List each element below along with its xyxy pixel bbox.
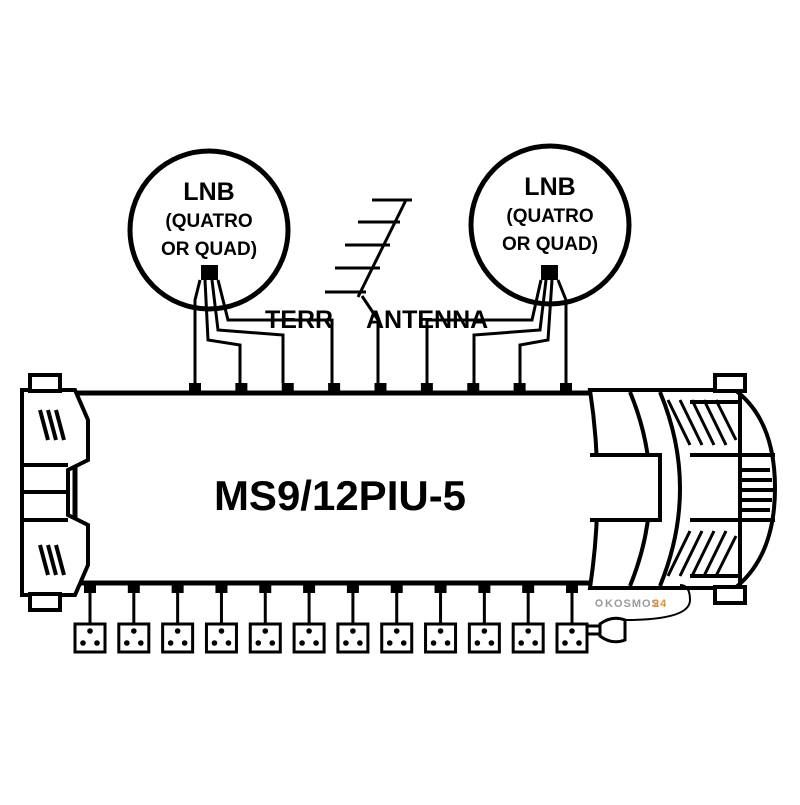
tv-socket-icon <box>555 622 589 654</box>
cable-right-4 <box>556 279 568 383</box>
tv-socket-icon <box>117 622 151 654</box>
lnb-left-connector-block <box>201 265 218 280</box>
watermark-part1: KOSMOS <box>605 598 660 610</box>
power-supply-cap <box>587 373 778 605</box>
lnb-left-title: LNB <box>183 178 234 206</box>
input-connector <box>189 383 201 393</box>
input-connector <box>467 383 480 393</box>
lnb-right-title: LNB <box>524 173 575 201</box>
circle-logo-icon <box>595 599 603 607</box>
cable-right-2 <box>472 279 548 383</box>
output-connector <box>171 583 184 593</box>
lnb-left-line1: (QUATRO <box>165 211 252 232</box>
tv-socket-icon <box>161 622 195 654</box>
tv-socket-icon <box>248 622 282 654</box>
cable-right-3 <box>518 279 554 383</box>
yagi-antenna-icon <box>325 198 412 298</box>
tv-socket-icon <box>424 622 458 654</box>
output-connector <box>84 583 96 593</box>
power-plug-icon <box>588 584 692 644</box>
output-connector <box>566 583 578 593</box>
cable-left-4 <box>216 279 334 383</box>
device-model-label: MS9/12PIU-5 <box>214 472 466 519</box>
lnb-right-line1: (QUATRO <box>506 206 593 227</box>
output-connector <box>215 583 228 593</box>
left-mounting-bracket <box>20 373 90 612</box>
watermark-part2: 24 <box>653 598 667 610</box>
input-connector <box>374 383 387 393</box>
cable-left-3 <box>210 279 285 383</box>
lnb-left-circle <box>127 148 291 312</box>
input-connector <box>420 383 433 393</box>
tv-socket-icon <box>204 622 238 654</box>
output-connector <box>434 583 447 593</box>
cable-left-1 <box>193 279 202 383</box>
watermark: KOSMOS 24 <box>595 598 667 610</box>
lnb-right: LNB (QUATRO OR QUAD) <box>468 143 632 307</box>
cable-right-1 <box>425 279 543 383</box>
tv-socket-icon <box>467 622 501 654</box>
input-connector <box>235 383 248 393</box>
tv-socket-icon <box>336 622 370 654</box>
input-connector <box>328 383 341 393</box>
output-connector <box>127 583 140 593</box>
cable-left-2 <box>203 279 242 383</box>
psu-vent-slots <box>666 399 738 577</box>
input-connectors <box>189 383 572 393</box>
input-cables <box>193 279 568 383</box>
lnb-left: LNB (QUATRO OR QUAD) <box>127 148 291 312</box>
tv-socket-icon <box>380 622 414 654</box>
tv-socket-icon <box>73 622 107 654</box>
output-connector <box>522 583 535 593</box>
tv-socket-icon <box>511 622 545 654</box>
cable-terr <box>360 295 380 383</box>
output-connector <box>303 583 316 593</box>
outlet-sockets <box>73 622 589 654</box>
output-connector <box>259 583 272 593</box>
lnb-right-line2: OR QUAD) <box>502 234 598 255</box>
input-connector <box>281 383 294 393</box>
output-connectors <box>84 583 578 624</box>
output-connector <box>346 583 359 593</box>
tv-socket-icon <box>292 622 326 654</box>
lnb-right-connector-block <box>541 265 558 280</box>
input-connector <box>560 383 572 393</box>
output-connector <box>478 583 491 593</box>
output-connector <box>390 583 403 593</box>
lnb-left-line2: OR QUAD) <box>161 239 257 260</box>
input-connector <box>513 383 526 393</box>
